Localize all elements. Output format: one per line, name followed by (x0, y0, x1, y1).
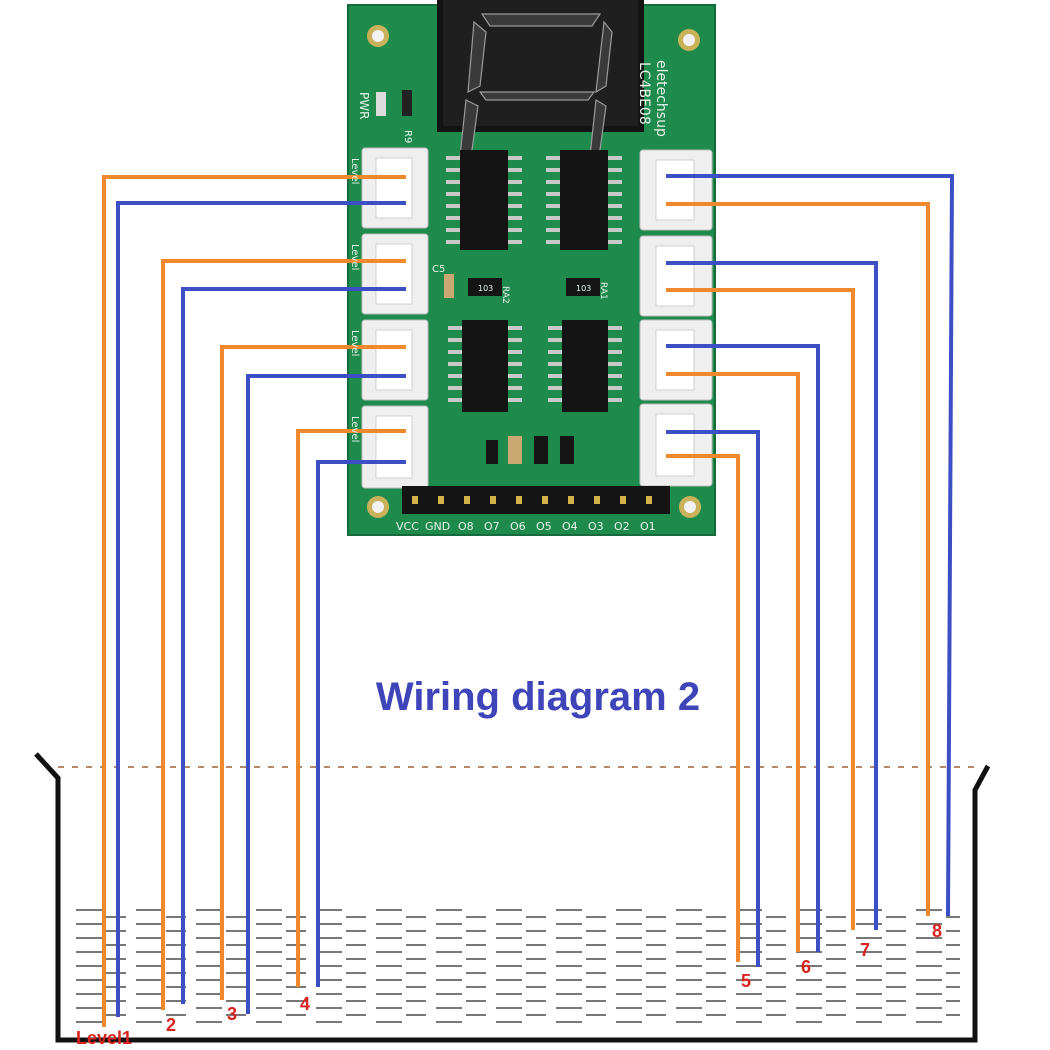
resistor-array-ra1: 103 (566, 278, 600, 296)
water (70, 906, 960, 1026)
wire-level4-blue (316, 460, 406, 987)
pin-header (402, 486, 670, 514)
wire-level4-orange (296, 429, 406, 987)
wire-level7-blue (666, 261, 878, 930)
level-label-7: 7 (860, 940, 870, 960)
level-silk-label: Level (349, 244, 360, 270)
right-connectors (639, 149, 713, 487)
level-labels: Level1 2 3 4 5 6 7 8 (76, 921, 942, 1048)
level-label-8: 8 (932, 921, 942, 941)
resistor-array-ra2: 103 (468, 278, 502, 296)
wire-level2-orange (161, 259, 406, 1010)
svg-text:O5: O5 (536, 520, 552, 533)
ic-chip (548, 320, 622, 412)
ic-chip (448, 320, 522, 412)
c5-label: C5 (432, 264, 445, 275)
svg-text:GND: GND (425, 520, 450, 533)
svg-text:VCC: VCC (396, 520, 419, 533)
svg-text:O1: O1 (640, 520, 656, 533)
wire-level1-blue (116, 201, 406, 1017)
level-silk-label: Level (349, 158, 360, 184)
wires (102, 174, 955, 1027)
svg-text:O3: O3 (588, 520, 604, 533)
ic-chip (546, 150, 622, 250)
pwr-led (376, 92, 386, 116)
level-silk-label: Level (349, 330, 360, 356)
level-label-2: 2 (166, 1015, 176, 1035)
svg-text:O2: O2 (614, 520, 630, 533)
level-label-6: 6 (801, 957, 811, 977)
r9-label: R9 (402, 130, 413, 143)
wire-level6-blue (666, 344, 820, 952)
model-label: LC4BE08 (636, 62, 652, 125)
brand-label: eletechsup (653, 60, 669, 137)
level-label-1: Level1 (76, 1028, 132, 1048)
level-label-5: 5 (741, 971, 751, 991)
ra2-label: RA2 (500, 286, 510, 304)
svg-text:103: 103 (478, 284, 493, 293)
level-silk-label: Level (349, 416, 360, 442)
header-pin-labels: VCC GND O8 O7 O6 O5 O4 O3 O2 O1 (396, 520, 656, 533)
ra1-label: RA1 (598, 282, 608, 300)
wire-level3-blue (246, 374, 406, 1014)
svg-text:103: 103 (576, 284, 591, 293)
wire-level3-orange (220, 345, 406, 1000)
svg-text:O7: O7 (484, 520, 500, 533)
diagram-title: Wiring diagram 2 (376, 675, 700, 719)
water-tank (34, 752, 991, 1043)
left-connectors (361, 147, 429, 489)
level-label-3: 3 (227, 1004, 237, 1024)
wire-level8-orange (666, 202, 930, 916)
wire-level2-blue (181, 287, 406, 1004)
pwr-label: PWR (357, 92, 371, 119)
wire-level5-blue (666, 430, 760, 967)
wire-level8-blue (666, 174, 955, 917)
wire-level7-orange (666, 288, 855, 930)
tank-outline (34, 752, 991, 1043)
wire-level5-orange (666, 454, 740, 962)
wire-level1-orange (102, 175, 406, 1027)
svg-text:O6: O6 (510, 520, 526, 533)
seven-segment-display (437, 0, 644, 158)
level-label-4: 4 (300, 994, 310, 1014)
svg-text:O8: O8 (458, 520, 474, 533)
wire-level6-orange (666, 372, 800, 952)
controller-board: eletechsup LC4BE08 PWR R9 C5 RA2 RA1 103… (347, 0, 716, 536)
svg-text:O4: O4 (562, 520, 578, 533)
ic-chip (446, 150, 522, 250)
